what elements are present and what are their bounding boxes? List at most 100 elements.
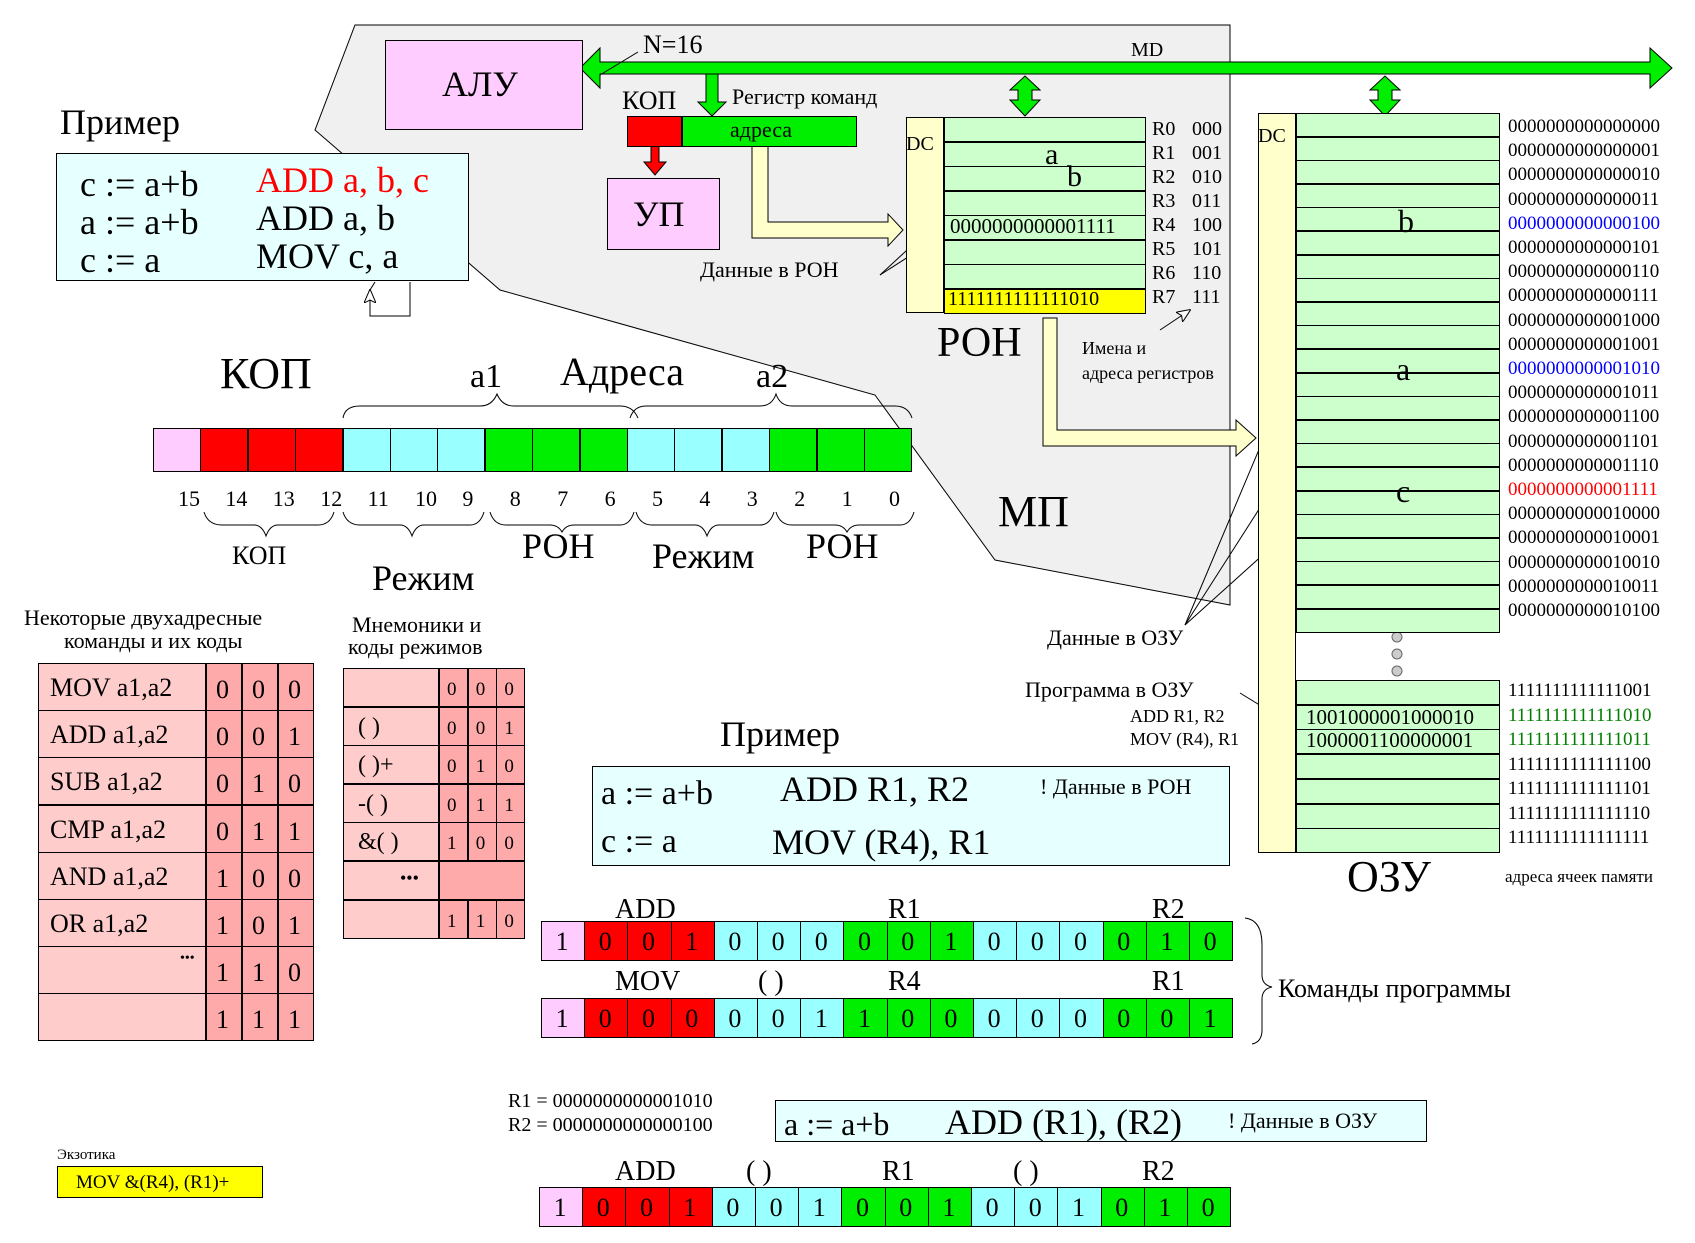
example1-title: Пример bbox=[60, 102, 181, 142]
alu-label: АЛУ bbox=[442, 64, 518, 104]
two-addr-bit-cell bbox=[242, 899, 278, 947]
ron-register-name: R6 bbox=[1152, 262, 1176, 284]
format-ron2: РОН bbox=[806, 526, 879, 566]
ozu-cell bbox=[1296, 396, 1500, 421]
format-mode1: Режим bbox=[372, 558, 475, 598]
two-addr-bit: 0 bbox=[252, 911, 265, 940]
program-bit: 0 bbox=[1117, 1004, 1131, 1033]
example1-expr: a := a+b bbox=[80, 202, 199, 242]
two-addr-title-2: команды и их коды bbox=[64, 628, 243, 653]
program-bit: 0 bbox=[685, 1004, 699, 1033]
two-addr-name: MOV a1,a2 bbox=[50, 673, 173, 702]
program-bit-cell bbox=[1016, 998, 1061, 1038]
ozu-cell bbox=[1296, 585, 1500, 609]
two-addr-bit: 0 bbox=[288, 958, 301, 988]
program-bit: 0 bbox=[985, 1193, 999, 1222]
mode-bit: 0 bbox=[504, 756, 514, 778]
ron-register bbox=[944, 166, 1146, 191]
ozu-cell bbox=[1296, 419, 1500, 444]
program-bit-cell bbox=[1057, 1187, 1102, 1227]
program-bit: 0 bbox=[858, 927, 871, 956]
mode-bit: 0 bbox=[447, 756, 457, 778]
ron-register-name: R4 bbox=[1152, 214, 1176, 236]
format-bit-cell bbox=[816, 428, 865, 472]
two-addr-name: AND a1,a2 bbox=[50, 861, 169, 891]
format-bit-number: 15 bbox=[178, 486, 200, 511]
mode-bit-cell bbox=[439, 706, 468, 746]
ron-register bbox=[944, 141, 1146, 167]
ron-register-code: 010 bbox=[1192, 166, 1222, 188]
program-bit: 0 bbox=[598, 927, 612, 956]
program-bit-cell bbox=[757, 921, 802, 961]
ozu-cell bbox=[1296, 490, 1500, 515]
mp-label: МП bbox=[998, 487, 1069, 536]
format-bit-number: 7 bbox=[557, 486, 569, 511]
program-bit-cell bbox=[755, 1187, 800, 1227]
program-bit-cell bbox=[886, 998, 931, 1038]
two-addr-bit: 0 bbox=[252, 863, 265, 893]
ozu-address: 0000000000000110 bbox=[1508, 261, 1660, 283]
ozu-address: 0000000000001011 bbox=[1508, 382, 1660, 404]
ron-names-caption-1: Имена и bbox=[1082, 338, 1147, 358]
program-bit-cell bbox=[713, 998, 758, 1038]
example1-box bbox=[56, 153, 469, 281]
mode-bit-cell bbox=[467, 668, 497, 707]
ron-register-code: 011 bbox=[1192, 190, 1222, 212]
ozu-cell bbox=[1296, 537, 1500, 562]
two-addr-bit: 1 bbox=[216, 958, 229, 988]
two-addr-bit: 1 bbox=[216, 863, 229, 893]
program-cmd2-label: MOV bbox=[615, 966, 681, 997]
program-bit: 0 bbox=[1115, 1193, 1129, 1222]
program-bit: 1 bbox=[1072, 1193, 1085, 1222]
ozu-cell bbox=[1296, 561, 1500, 586]
two-addr-bit-cell bbox=[206, 946, 242, 995]
ozu-label-b: b bbox=[1398, 203, 1414, 239]
ozu-cell bbox=[1296, 778, 1500, 804]
bus-name-label: MD bbox=[1131, 39, 1164, 61]
cmd-kop-label: КОП bbox=[622, 86, 677, 115]
ron-register-code: 000 bbox=[1192, 118, 1222, 140]
ozu-address: 0000000000001010 bbox=[1508, 358, 1660, 379]
two-addr-bit: 1 bbox=[216, 911, 229, 940]
mode-bit-cell bbox=[439, 822, 468, 862]
mode-row bbox=[343, 745, 439, 785]
program-cmd1-label: R1 bbox=[888, 894, 921, 925]
program-bit: 0 bbox=[1074, 1004, 1087, 1033]
ozu-label-a: a bbox=[1396, 351, 1411, 387]
program-bit-cell bbox=[1014, 1187, 1059, 1227]
mode-name: -( ) bbox=[358, 790, 388, 817]
two-addr-name: ADD a1,a2 bbox=[50, 720, 169, 750]
ozu-address: 0000000000000010 bbox=[1508, 164, 1660, 186]
ron-register-name: R7 bbox=[1152, 286, 1176, 308]
mode-bit-cell bbox=[496, 899, 526, 939]
two-addr-row bbox=[38, 993, 206, 1042]
ron-register-name: R5 bbox=[1152, 238, 1176, 260]
mode-bit: 0 bbox=[447, 794, 457, 816]
mode-row bbox=[343, 783, 439, 823]
two-addr-name: CMP a1,a2 bbox=[50, 814, 167, 844]
ozu-cell bbox=[1296, 828, 1500, 854]
ozu-cell bbox=[1296, 514, 1500, 539]
mode-name: &( ) bbox=[358, 829, 399, 856]
program-bit: 1 bbox=[555, 927, 569, 956]
ron-register-code: 001 bbox=[1192, 142, 1222, 164]
program-bit: 1 bbox=[683, 1193, 697, 1222]
ozu-cell bbox=[1296, 467, 1500, 491]
ozu-cell bbox=[1296, 231, 1500, 255]
two-addr-bit-cell bbox=[242, 710, 278, 759]
ozu-cell bbox=[1296, 160, 1500, 185]
ozu-address: 1111111111111101 bbox=[1508, 778, 1651, 799]
program-bit-cell bbox=[1189, 921, 1234, 961]
program-bit: 0 bbox=[987, 1004, 1001, 1033]
format-bit-number: 2 bbox=[794, 486, 806, 511]
program-bit: 1 bbox=[553, 1193, 567, 1222]
two-addr-row bbox=[38, 946, 206, 995]
ron-dc bbox=[906, 117, 944, 313]
two-addr-bit: 0 bbox=[288, 675, 301, 704]
program-bit: 0 bbox=[1030, 927, 1044, 956]
mode-row bbox=[343, 861, 439, 900]
ozu-cell bbox=[1296, 113, 1500, 137]
two-addr-bit-cell bbox=[278, 851, 314, 900]
format-bit-number: 10 bbox=[415, 486, 437, 511]
mode-bit-cell bbox=[439, 899, 468, 939]
